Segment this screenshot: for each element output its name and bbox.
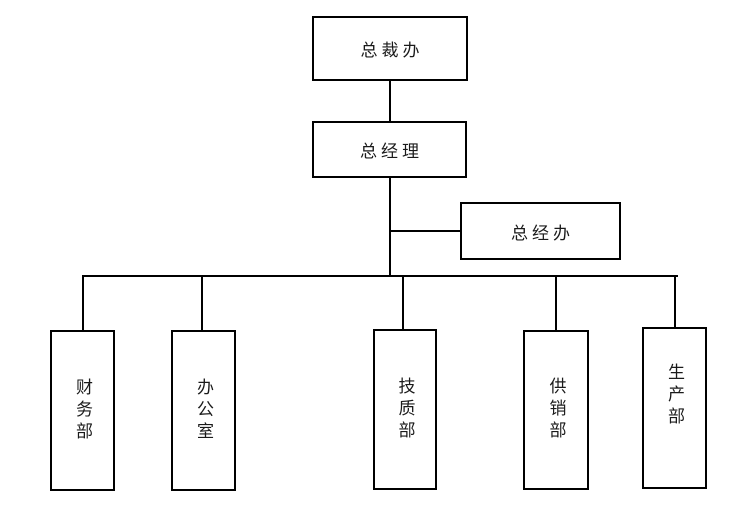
- node-general-manager: 总经理: [312, 121, 467, 178]
- node-admin-office-label: 办公室: [194, 377, 213, 444]
- connector-drop-finance: [82, 275, 84, 330]
- node-production-dept: 生产部: [642, 327, 707, 489]
- connector-drop-supply-sales: [555, 275, 557, 330]
- connector-main-bus: [82, 275, 678, 277]
- connector-manager-to-bus: [389, 178, 391, 276]
- node-production-dept-label: 生产部: [665, 363, 684, 429]
- node-admin-office: 办公室: [171, 330, 236, 491]
- connector-gm-office-branch: [389, 230, 460, 232]
- node-tech-quality-dept-label: 技质部: [395, 376, 415, 443]
- node-president-office: 总裁办: [312, 16, 468, 81]
- connector-drop-admin-office: [201, 275, 203, 330]
- connector-drop-production: [674, 275, 676, 327]
- connector-president-to-manager: [389, 81, 391, 121]
- connector-drop-tech-quality: [402, 275, 404, 329]
- node-gm-office-label: 总经办: [511, 223, 574, 243]
- node-supply-sales-dept: 供销部: [523, 330, 589, 490]
- node-general-manager-label: 总经理: [360, 142, 423, 161]
- node-finance-dept-label: 财务部: [73, 377, 92, 444]
- node-supply-sales-dept-label: 供销部: [546, 377, 566, 443]
- node-gm-office: 总经办: [460, 202, 621, 260]
- node-tech-quality-dept: 技质部: [373, 329, 437, 490]
- node-president-office-label: 总裁办: [360, 41, 424, 60]
- node-finance-dept: 财务部: [50, 330, 115, 491]
